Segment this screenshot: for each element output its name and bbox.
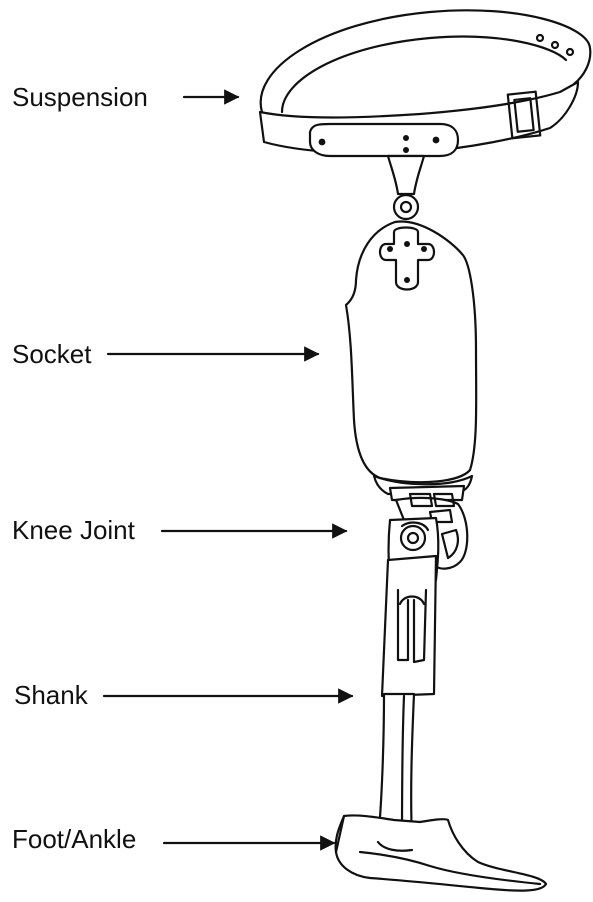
label-suspension-group: Suspension [12,82,238,112]
socket [346,222,476,494]
label-socket: Socket [12,339,92,369]
label-knee-joint-group: Knee Joint [12,515,346,545]
label-shank: Shank [14,680,89,710]
suspension-belt [260,10,590,219]
label-foot-ankle: Foot/Ankle [12,824,136,854]
label-shank-group: Shank [14,680,352,710]
label-socket-group: Socket [12,339,318,369]
label-knee-joint: Knee Joint [12,515,136,545]
strap-hole-icon [537,35,543,41]
label-foot-ankle-group: Foot/Ankle [12,824,334,854]
shank [378,556,436,842]
foot-ankle [336,815,546,890]
label-suspension: Suspension [12,82,148,112]
